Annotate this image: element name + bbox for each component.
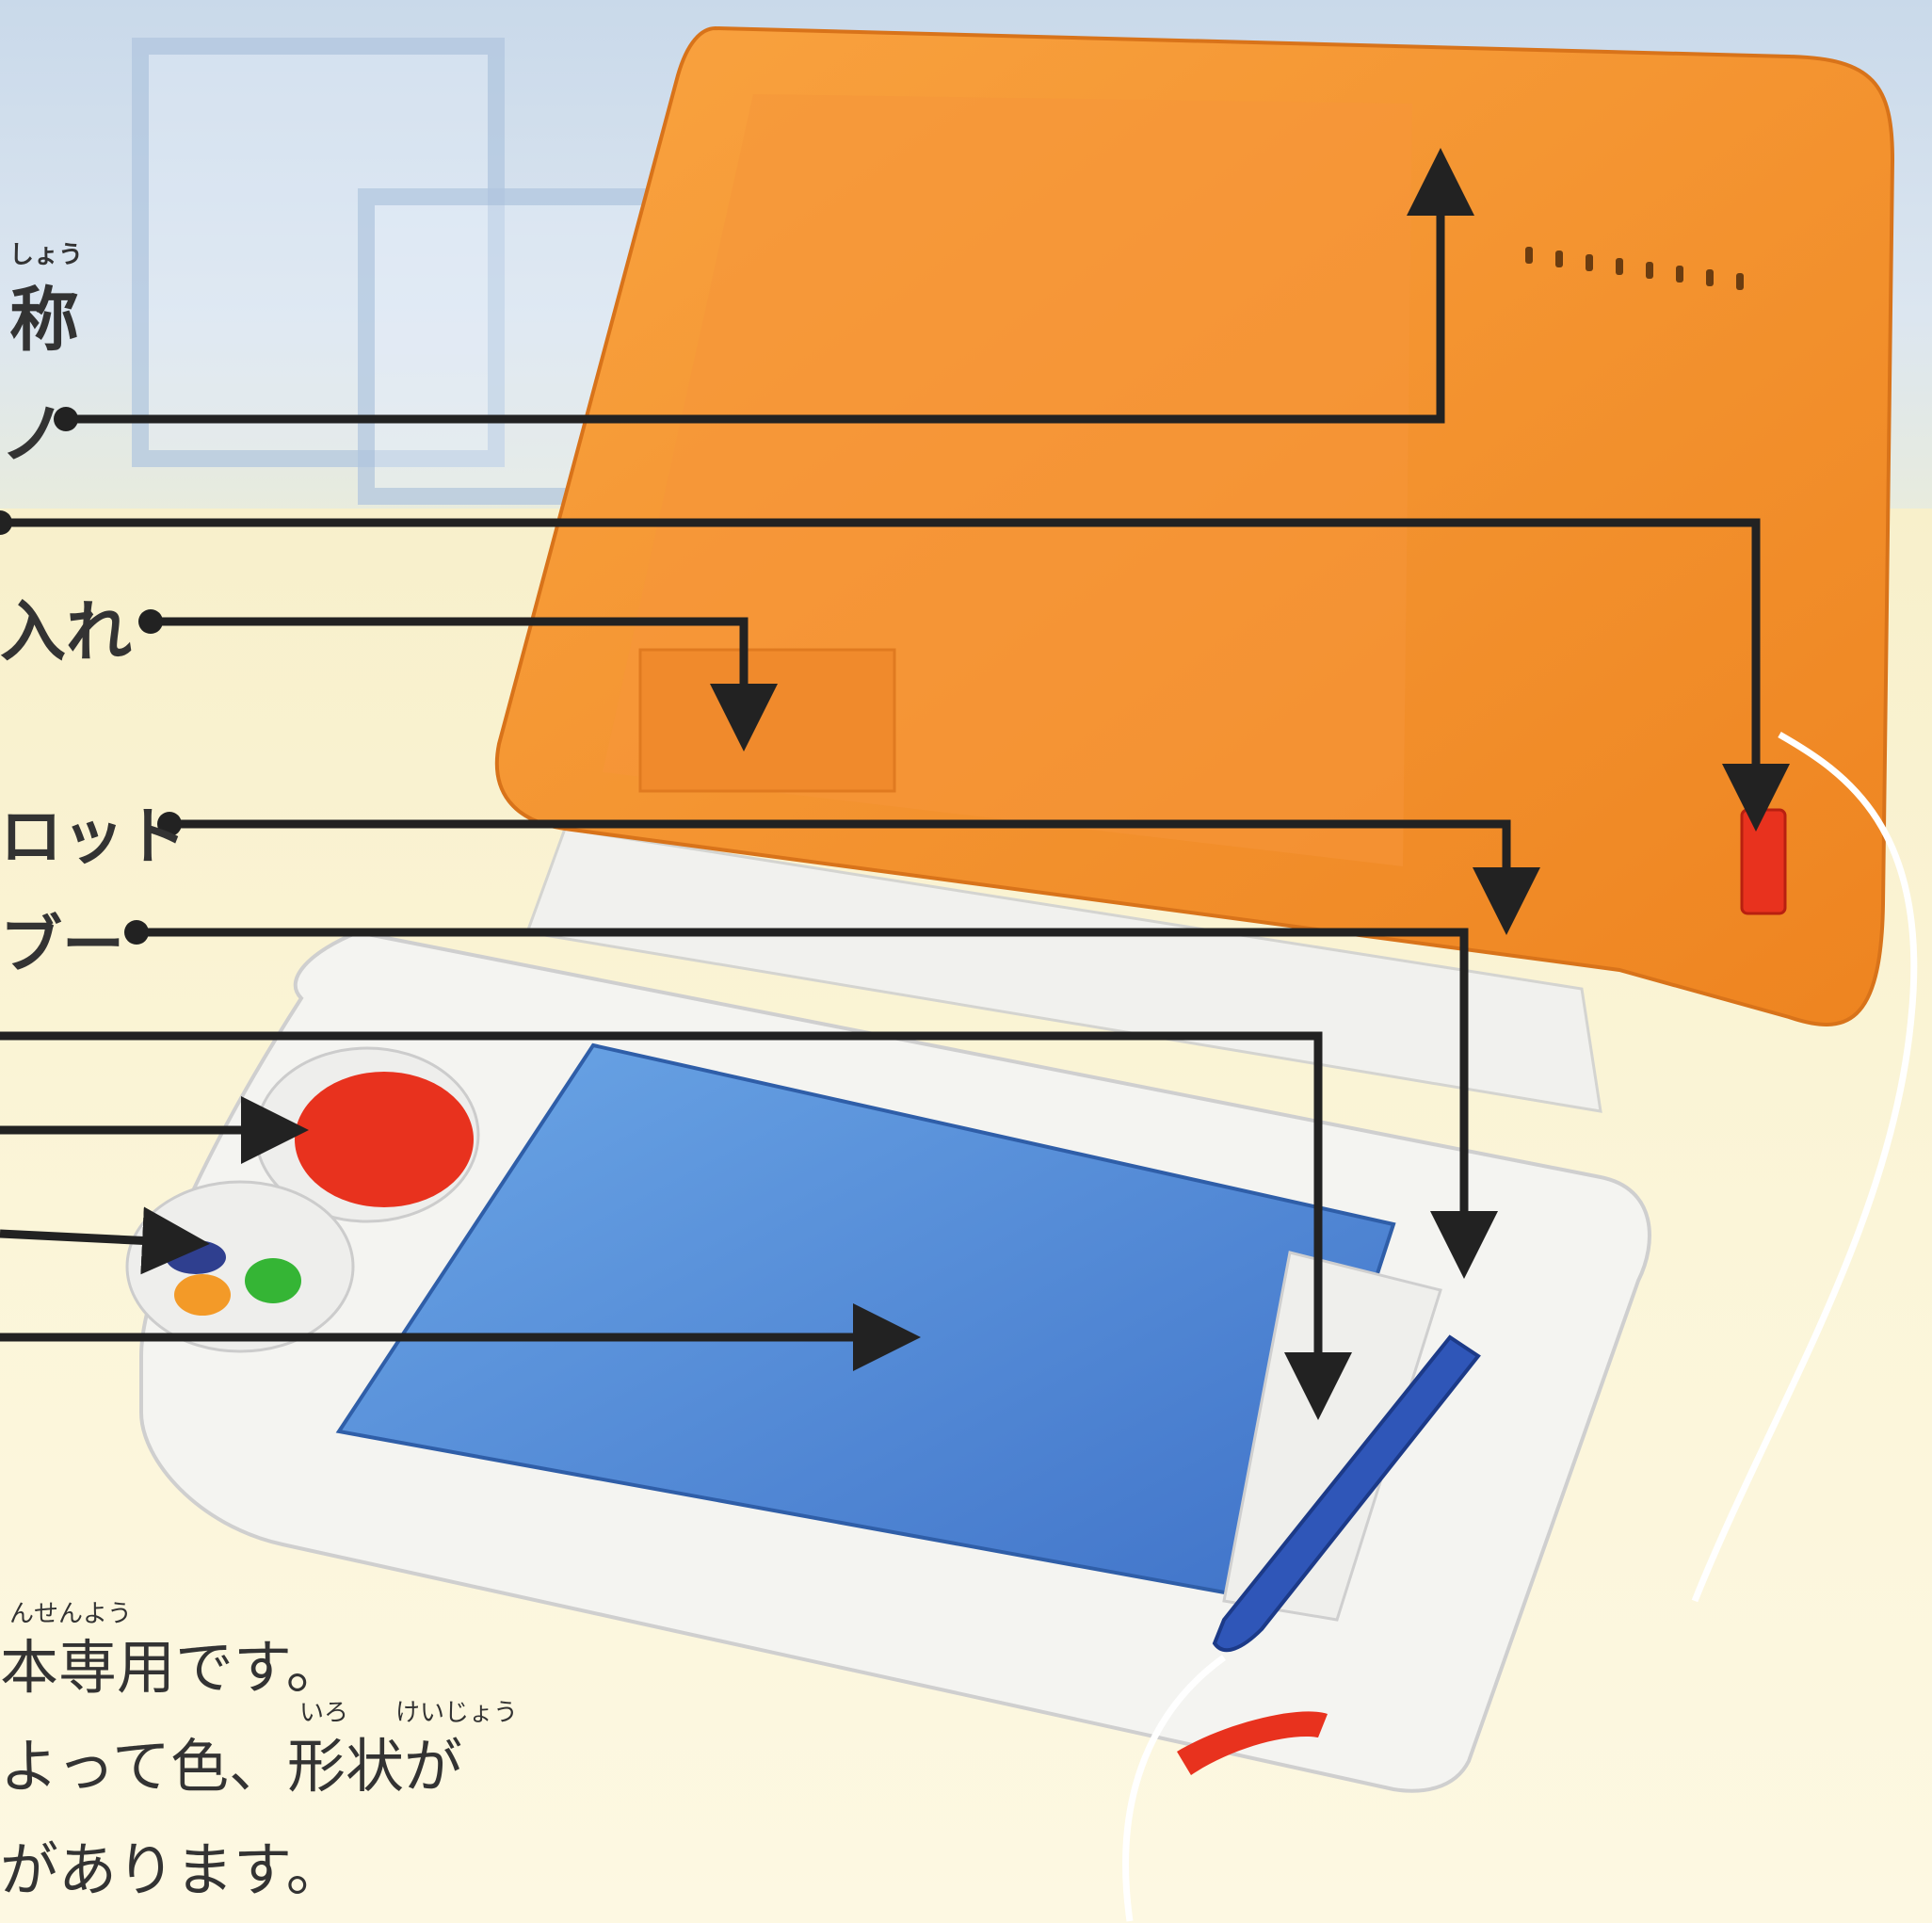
callout-dots	[0, 407, 182, 945]
note-line-2: よって色、形状が	[0, 1732, 463, 1801]
pen-cable	[1122, 731, 1918, 1922]
label-antenna: ノ	[0, 396, 66, 473]
note-ruby-keijou: けいじょう	[395, 1699, 519, 1727]
note-line-1: 本専用です。	[0, 1633, 345, 1702]
callout-line-antenna	[66, 148, 1474, 424]
callout-lines	[0, 148, 1790, 1420]
button-cluster-ring	[125, 1180, 355, 1353]
note-ruby-iro: いろ	[299, 1699, 349, 1727]
callout-line-holder	[151, 617, 778, 751]
callout-line-buzzer	[137, 928, 1498, 1279]
green-button	[245, 1258, 301, 1303]
label-holder: 入れ	[0, 593, 132, 671]
red-bumper	[1177, 1711, 1328, 1775]
callout-line-small-buttons	[0, 1206, 210, 1275]
orange-button	[174, 1274, 231, 1316]
callout-line-slot	[169, 819, 1540, 935]
callout-line-side	[0, 518, 1790, 832]
lid-handle-recess	[638, 648, 896, 793]
speaker-dots	[1525, 247, 1744, 290]
callout-line-pen	[0, 1031, 1352, 1420]
heading-text: 称	[9, 280, 79, 361]
side-red-switch	[1740, 808, 1787, 915]
label-slot: ロット	[0, 800, 186, 873]
touch-pen	[1212, 1334, 1481, 1653]
label-buzzer: ブー	[0, 909, 124, 981]
pen-holder	[1222, 1251, 1442, 1622]
note-ruby-1: んせんよう	[9, 1600, 133, 1628]
big-red-button	[295, 1072, 474, 1207]
heading-ruby: しょう	[9, 241, 84, 269]
note-line-3: があります。	[0, 1835, 345, 1904]
background-window-frame	[132, 38, 505, 467]
